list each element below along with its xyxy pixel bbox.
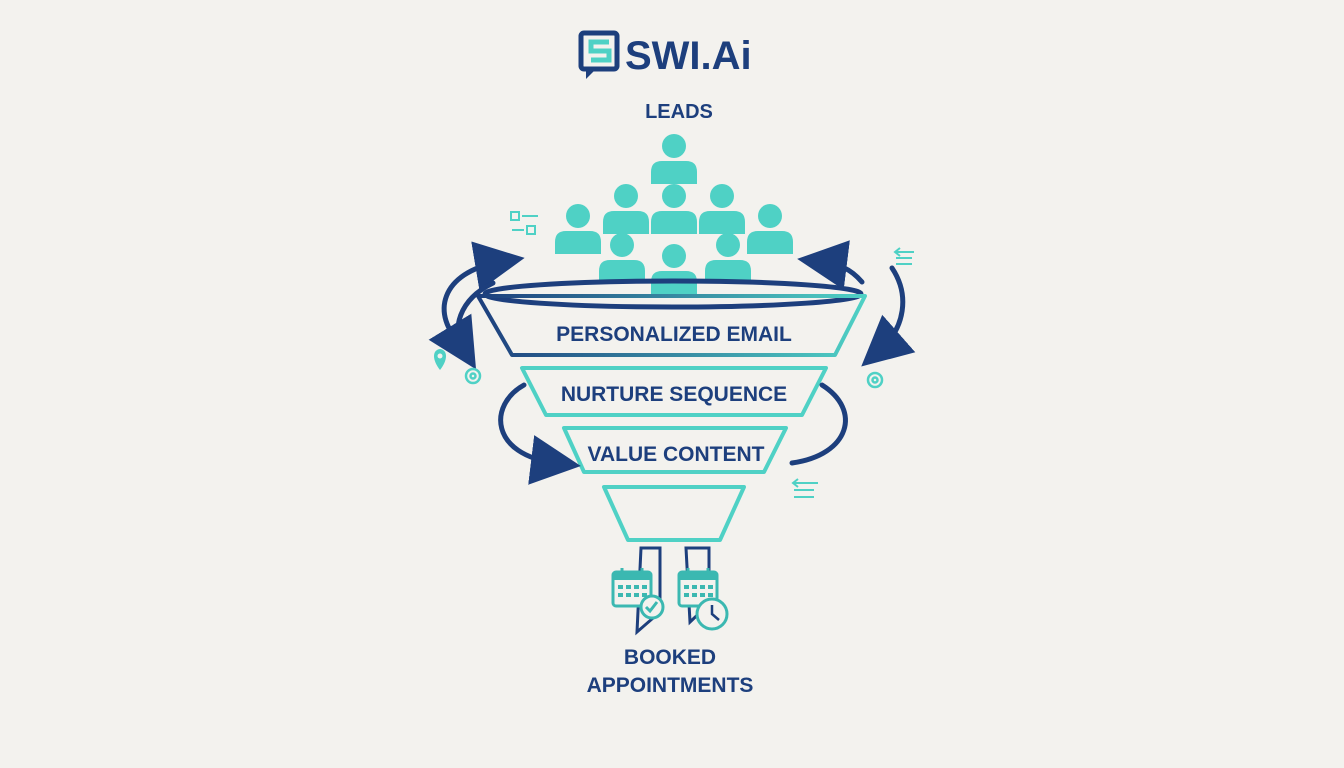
person-icon (699, 184, 745, 234)
calendar-icon (611, 568, 653, 608)
clock-icon (695, 597, 729, 631)
refresh-arrow-icon (428, 241, 525, 370)
target-icon (866, 371, 884, 389)
person-icon (555, 204, 601, 254)
person-icon (599, 233, 645, 283)
brand-name: SWI.Ai (625, 34, 752, 78)
swi-logo-icon (578, 30, 620, 79)
person-icon (651, 134, 697, 184)
person-icon (747, 204, 793, 254)
refresh-arrow-icon (498, 382, 581, 485)
list-icon (791, 478, 818, 498)
target-icon (464, 367, 482, 385)
funnel-stage-bottom (602, 485, 746, 542)
leads-label: LEADS (645, 101, 713, 123)
person-icon (651, 244, 697, 294)
stage-label: NURTURE SEQUENCE (561, 383, 787, 406)
person-icon (705, 233, 751, 283)
check-badge-icon (639, 594, 665, 620)
list-icon (510, 211, 538, 235)
funnel-stage-value-content: VALUE CONTENT (562, 426, 788, 474)
location-pin-icon (434, 349, 446, 370)
brand-logo: SWI.Ai (578, 30, 752, 79)
booked-label-line1: BOOKED (624, 646, 716, 669)
funnel-stage-nurture-sequence: NURTURE SEQUENCE (520, 366, 828, 417)
funnel-stage-personalized-email: PERSONALIZED EMAIL (476, 294, 867, 357)
stage-label: VALUE CONTENT (588, 443, 765, 466)
leads-people-group (555, 134, 793, 294)
person-icon (603, 184, 649, 234)
refresh-arrow-icon (789, 382, 848, 466)
stage-label: PERSONALIZED EMAIL (556, 323, 792, 346)
person-icon (651, 184, 697, 234)
refresh-arrow-icon (797, 240, 916, 367)
booked-label-line2: APPOINTMENTS (587, 674, 754, 697)
calendar-icon (677, 568, 719, 608)
list-icon (893, 247, 914, 265)
